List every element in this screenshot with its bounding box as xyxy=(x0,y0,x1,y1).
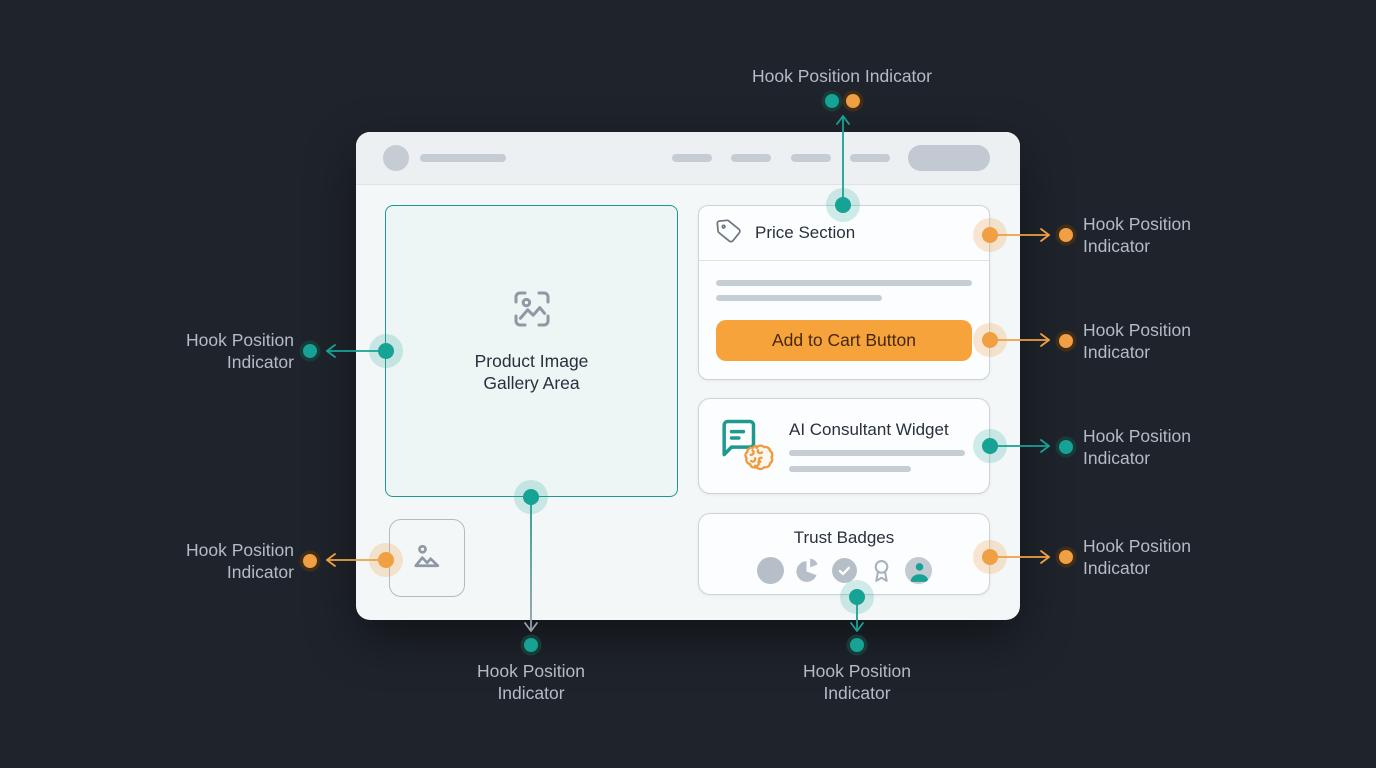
browser-header xyxy=(356,132,1020,185)
placeholder-bar xyxy=(716,295,883,301)
price-section-header: Price Section xyxy=(699,206,989,261)
hook-anchor-dot-trust-right xyxy=(982,549,998,565)
hook-label-right-cart: Hook Position Indicator xyxy=(1083,320,1191,362)
trust-badges-card: Trust Badges xyxy=(698,513,990,595)
hook-anchor-dot-gallery-left xyxy=(378,343,394,359)
title-placeholder-bar xyxy=(420,154,506,162)
hook-marker-dot-bottom-trust xyxy=(850,638,864,652)
nav-pill xyxy=(850,154,890,162)
hook-label-bottom-trust: Hook Position Indicator xyxy=(803,661,911,703)
price-section-card: Price Section Add to Cart Button xyxy=(698,205,990,380)
award-badge-icon xyxy=(868,557,895,584)
hook-anchor-dot-gallery-bottom xyxy=(523,489,539,505)
ai-widget-content: AI Consultant Widget xyxy=(789,420,965,472)
placeholder-bar xyxy=(716,280,972,286)
hook-label-right-ai: Hook Position Indicator xyxy=(1083,426,1191,468)
hook-anchor-dot-trust-bottom xyxy=(849,589,865,605)
add-to-cart-button[interactable]: Add to Cart Button xyxy=(716,320,972,361)
hook-marker-dot-bottom-gallery xyxy=(524,638,538,652)
hook-marker-dot-right-price xyxy=(1059,228,1073,242)
hook-label-left-thumbnail: Hook Position Indicator xyxy=(186,540,294,582)
product-image-gallery-area: Product Image Gallery Area xyxy=(385,205,678,497)
hook-label-bottom-gallery: Hook Position Indicator xyxy=(477,661,585,703)
price-section-title: Price Section xyxy=(755,223,856,242)
hook-anchor-dot-price-top xyxy=(835,197,851,213)
browser-window-mockup: Product Image Gallery Area xyxy=(356,132,1020,620)
nav-pill xyxy=(672,154,712,162)
nav-pill xyxy=(731,154,771,162)
hook-anchor-dot-price-right xyxy=(982,227,998,243)
hook-marker-dot-right-trust xyxy=(1059,550,1073,564)
circle-badge-icon xyxy=(756,557,784,584)
hook-marker-dot-top-orange xyxy=(846,94,860,108)
hook-marker-dot-left-gallery xyxy=(303,344,317,358)
header-action-pill xyxy=(908,145,990,171)
gallery-label: Product Image Gallery Area xyxy=(474,350,589,393)
price-tag-icon xyxy=(716,218,742,249)
check-badge-icon xyxy=(831,557,858,584)
avatar-circle xyxy=(383,145,409,171)
user-badge-icon xyxy=(904,557,932,584)
hook-label-right-price: Hook Position Indicator xyxy=(1083,214,1191,256)
hook-label-left-gallery: Hook Position Indicator xyxy=(186,330,294,372)
trust-badges-row xyxy=(756,557,932,584)
hook-label-top: Hook Position Indicator xyxy=(752,66,932,86)
hook-anchor-dot-thumbnail-left xyxy=(378,552,394,568)
trust-badges-title: Trust Badges xyxy=(793,528,895,547)
ai-widget-title: AI Consultant Widget xyxy=(789,420,949,439)
ai-consultant-widget-card: AI Consultant Widget xyxy=(698,398,990,494)
brain-icon xyxy=(738,441,775,483)
placeholder-bar xyxy=(789,466,911,472)
hook-marker-dot-top-teal xyxy=(825,94,839,108)
hook-anchor-dot-cart-right xyxy=(982,332,998,348)
placeholder-bar xyxy=(789,450,965,456)
hook-label-right-trust: Hook Position Indicator xyxy=(1083,536,1191,578)
hook-marker-dot-right-cart xyxy=(1059,334,1073,348)
hook-marker-dot-left-thumbnail xyxy=(303,554,317,568)
ai-widget-icons xyxy=(715,414,775,478)
nav-pill xyxy=(791,154,831,162)
hook-marker-dot-right-ai xyxy=(1059,440,1073,454)
hook-anchor-dot-ai-right xyxy=(982,438,998,454)
price-section-body: Add to Cart Button xyxy=(699,261,989,361)
pie-chart-badge-icon xyxy=(794,557,821,584)
thumbnail-box xyxy=(389,519,465,597)
image-scan-icon xyxy=(508,285,556,338)
image-icon xyxy=(409,538,445,579)
